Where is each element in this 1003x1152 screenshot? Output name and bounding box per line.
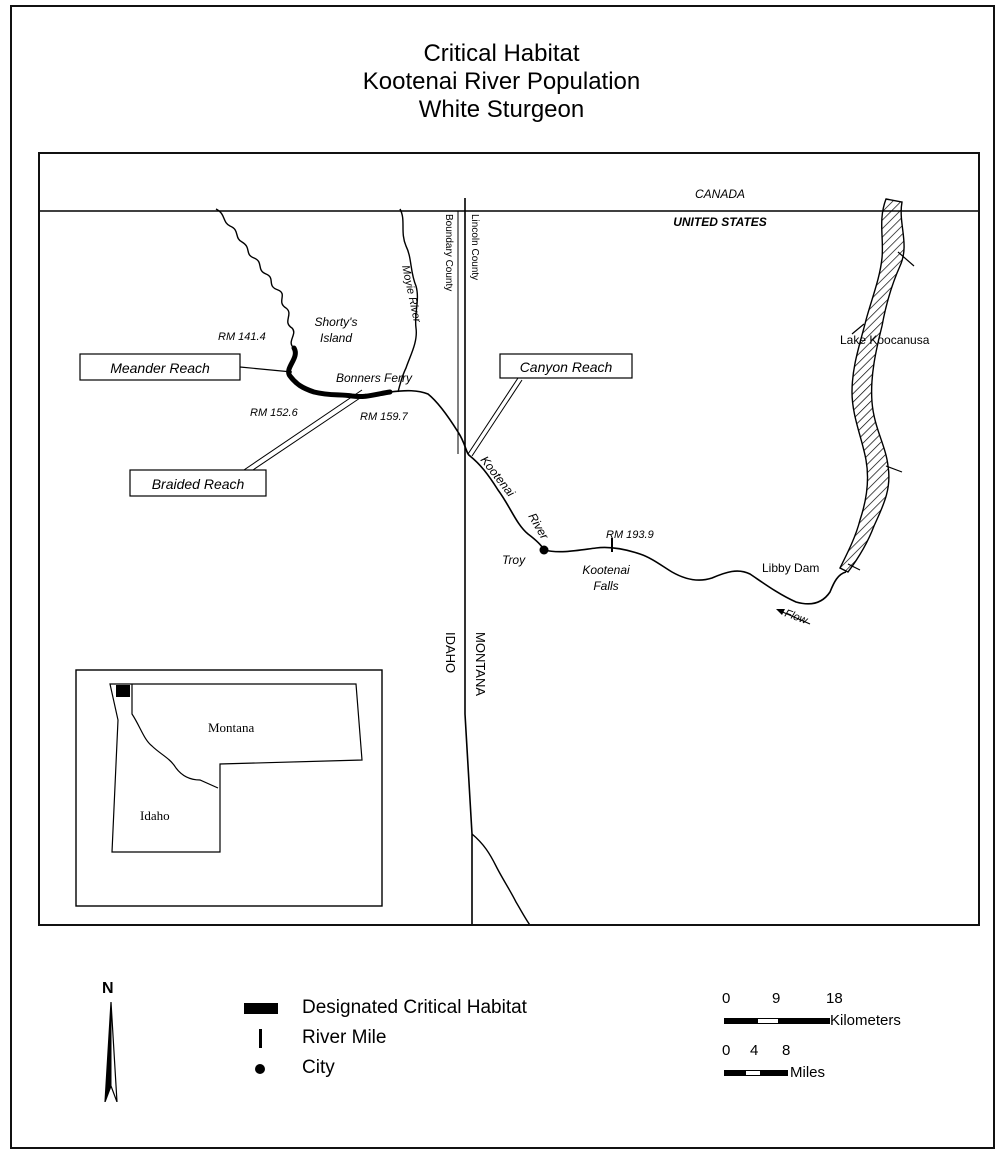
canyon-leader-b (471, 379, 523, 457)
idaho-montana-border (464, 198, 473, 924)
scale-bar-mi: 0 4 8 Miles (722, 1042, 922, 1086)
canyon-reach-label: Canyon Reach (520, 359, 613, 375)
north-arrow: N (96, 980, 126, 1102)
tributary-2 (851, 323, 865, 335)
label-kootenai-falls-2: Falls (593, 579, 618, 593)
scale-km-unit: Kilometers (830, 1012, 901, 1029)
tributary-3 (885, 465, 903, 473)
scale-mi-4: 4 (750, 1042, 759, 1059)
label-idaho: IDAHO (443, 632, 458, 673)
main-map: Meander Reach Braided Reach Canyon Reach… (38, 152, 980, 926)
canyon-reach-box (499, 353, 633, 379)
inset-map-frame (75, 669, 383, 907)
lake-koocanusa (839, 198, 905, 573)
label-shortys-1: Shorty's (315, 315, 358, 329)
north-label: N (102, 980, 114, 997)
kootenai-river-lower (543, 546, 847, 605)
label-rm-152: RM 152.6 (250, 407, 299, 419)
city-symbol (255, 1064, 265, 1074)
scale-mi-unit: Miles (790, 1064, 826, 1081)
scale-km-18: 18 (826, 990, 843, 1007)
label-kootenai-falls-1: Kootenai (582, 563, 630, 577)
scale-km-bar (724, 1018, 830, 1024)
legend-label-city: City (302, 1057, 335, 1078)
troy-city-marker (539, 545, 549, 555)
meander-reach-box (79, 353, 241, 381)
map-title: Critical Habitat Kootenai River Populati… (0, 40, 1003, 124)
label-shortys-2: Island (320, 331, 352, 345)
label-canada: CANADA (695, 187, 745, 201)
label-rm-159: RM 159.7 (360, 411, 409, 423)
label-moyie-river: Moyie River (399, 264, 423, 325)
canyon-leader-a (467, 377, 519, 455)
kootenai-river-middle (389, 389, 545, 551)
label-flow: Flow (783, 608, 810, 628)
label-rm-141: RM 141.4 (218, 331, 266, 343)
label-lincoln-county: Lincoln County (469, 214, 480, 280)
braided-reach-label: Braided Reach (152, 476, 245, 492)
label-river: River (525, 511, 552, 543)
label-libby-dam: Libby Dam (762, 561, 819, 575)
scale-bar-km: 0 9 18 Kilometers (722, 990, 972, 1034)
scale-km-0: 0 (722, 990, 731, 1007)
meander-reach-label: Meander Reach (110, 360, 210, 376)
scale-mi-bar (724, 1070, 788, 1076)
tributary-1 (897, 251, 915, 267)
legend-label-river-mile: River Mile (302, 1027, 387, 1048)
tributary-4 (847, 563, 861, 571)
scale-mi-0: 0 (722, 1042, 731, 1059)
inset-label-montana: Montana (208, 720, 254, 735)
moyie-river (397, 208, 419, 393)
figure-border (10, 5, 995, 1149)
inset-critical-habitat-marker (116, 685, 130, 697)
kootenai-river-upper (215, 208, 295, 349)
braided-reach-box (129, 469, 267, 497)
title-line-3: White Sturgeon (418, 96, 585, 123)
scale-mi-8: 8 (782, 1042, 791, 1059)
label-united-states: UNITED STATES (673, 215, 767, 229)
river-south (471, 833, 531, 924)
meander-leader (239, 366, 293, 373)
scale-km-9: 9 (772, 990, 781, 1007)
title-line-2: Kootenai River Population (362, 68, 641, 95)
inset-label-idaho: Idaho (140, 808, 170, 823)
legend-label-critical-habitat: Designated Critical Habitat (302, 997, 527, 1018)
label-lake-koocanusa: Lake Koocanusa (840, 333, 930, 347)
north-arrow-icon (104, 1002, 118, 1102)
braided-leader-a (237, 389, 363, 475)
label-troy: Troy (502, 553, 526, 567)
braided-leader-b (243, 393, 367, 477)
river-mile-symbol (259, 1029, 262, 1048)
inset-idaho-montana-line (131, 684, 219, 789)
label-rm-193: RM 193.9 (606, 529, 654, 541)
label-bonners-ferry: Bonners Ferry (336, 371, 413, 385)
label-montana: MONTANA (473, 632, 488, 696)
critical-habitat-symbol (244, 1003, 278, 1014)
critical-habitat-segment (286, 345, 393, 399)
flow-arrow-head (776, 609, 785, 615)
label-boundary-county: Boundary County (443, 214, 454, 291)
inset-state-outline (109, 683, 363, 853)
title-line-1: Critical Habitat (423, 40, 580, 67)
main-map-svg: Meander Reach Braided Reach Canyon Reach… (40, 187, 978, 924)
label-kootenai: Kootenai (478, 453, 518, 499)
